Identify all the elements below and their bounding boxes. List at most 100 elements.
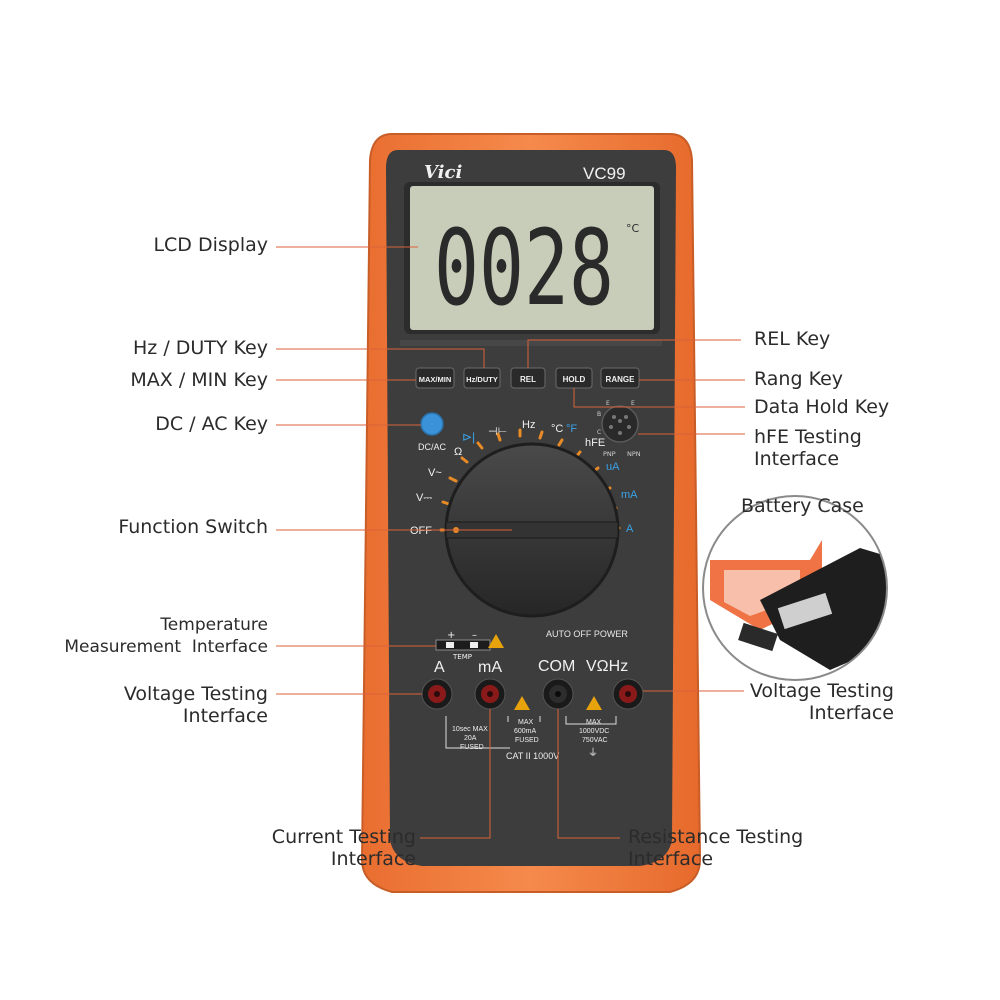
dial-a: A (626, 523, 634, 535)
lcd-reading: 0028 (434, 207, 614, 329)
callout-data-hold-text: Data Hold Key (754, 396, 890, 418)
dial-hz: Hz (522, 419, 535, 431)
callout-hfe-line1: hFE Testing (754, 426, 862, 448)
callout-dc-ac-text: DC / AC Key (155, 413, 268, 435)
battery-case-inset (702, 495, 888, 681)
callout-max-min-key: MAX / MIN Key (60, 369, 268, 391)
ma-rating-1: MAX (518, 719, 534, 726)
category-text: CAT II 1000V (506, 751, 559, 761)
dial-v-dc: V⎓ (416, 492, 432, 504)
temp-plus: + (447, 630, 455, 641)
auto-off-text: AUTO OFF POWER (546, 629, 628, 639)
jack-a-label: A (434, 659, 445, 676)
model-name: VC99 (583, 164, 626, 183)
hold-label: HOLD (563, 375, 586, 384)
hz-duty-label: Hz/DUTY (466, 375, 498, 384)
rating-brackets (445, 716, 617, 749)
brand-logo: Vici (424, 162, 462, 183)
callout-temp-line2: Measurement Interface (64, 637, 268, 657)
a-rating-1: 10sec MAX (452, 726, 488, 733)
callout-dc-ac-key: DC / AC Key (60, 413, 268, 435)
hz-duty-button[interactable] (463, 367, 501, 389)
warning-icon-ma (514, 696, 530, 710)
jack-ma[interactable] (474, 678, 506, 710)
callout-battery-case-text: Battery Case (741, 495, 864, 517)
dial-fahrenheit: °F (566, 423, 577, 435)
temp-label: TEMP (452, 653, 472, 661)
jack-a[interactable] (421, 678, 453, 710)
jack-vohm[interactable] (612, 678, 644, 710)
callout-current-line1: Current Testing (271, 826, 416, 848)
jack-vohm-label: VΩHz (586, 658, 628, 675)
callout-hz-duty-key: Hz / DUTY Key (60, 337, 268, 359)
callout-hfe-testing: hFE Testing Interface (754, 426, 954, 470)
hfe-pin-e-left: E (606, 400, 610, 407)
hfe-pnp-label: PNP (603, 450, 616, 458)
jack-com[interactable] (542, 678, 574, 710)
callout-max-min-text: MAX / MIN Key (130, 369, 268, 391)
callout-hfe-line2: Interface (754, 448, 840, 470)
callout-function-switch-text: Function Switch (118, 516, 268, 538)
callout-rang-text: Rang Key (754, 368, 844, 390)
callout-rang-key: Rang Key (754, 368, 954, 390)
callout-resistance-testing: Resistance Testing Interface (628, 826, 848, 870)
callout-voltage-left-line2: Interface (182, 705, 268, 727)
max-min-button[interactable] (415, 367, 455, 389)
multimeter: Vici VC99 0028 °C MAX/MIN Hz/DUTY REL HO… (360, 133, 702, 893)
v-rating-2: 1000VDC (579, 728, 609, 735)
hfe-npn-label: NPN (627, 450, 641, 458)
hfe-pin-b-left: B (597, 411, 601, 418)
dc-ac-button[interactable] (420, 412, 444, 436)
callout-temperature-interface: Temperature Measurement Interface (20, 614, 268, 658)
dial-v-ac: V~ (428, 467, 442, 479)
callout-current-testing: Current Testing Interface (220, 826, 416, 870)
callout-lines (276, 246, 745, 839)
callout-resistance-line2: Interface (628, 848, 714, 870)
hfe-pin-e-right: E (631, 400, 635, 407)
callout-lcd-display-text: LCD Display (153, 234, 268, 256)
callout-function-switch: Function Switch (40, 516, 268, 538)
faceplate-sheen (400, 340, 662, 346)
range-button[interactable] (600, 367, 640, 389)
dial-labels: Ω ⊳| ⊣⊢ Hz °C °F hFE uA mA A V~ V⎓ OFF (410, 419, 638, 537)
range-label: RANGE (606, 375, 636, 384)
callout-lcd-display: LCD Display (100, 234, 268, 256)
callout-voltage-left-line1: Voltage Testing (123, 683, 268, 705)
v-rating-1: MAX (586, 719, 602, 726)
callout-voltage-right-line1: Voltage Testing (749, 680, 894, 702)
dial-ohm: Ω (454, 446, 462, 458)
temp-minus: – (472, 630, 477, 641)
callout-voltage-right: Voltage Testing Interface (700, 680, 894, 724)
jack-ma-label: mA (478, 659, 502, 676)
lcd-unit: °C (626, 222, 640, 235)
callout-rel-text: REL Key (754, 328, 831, 350)
callout-rel-key: REL Key (754, 328, 954, 350)
dial-ma: mA (621, 489, 638, 501)
hfe-pin-c-left: C (597, 429, 601, 436)
callout-voltage-right-line2: Interface (808, 702, 894, 724)
ma-rating-2: 600mA (514, 728, 537, 735)
hfe-socket[interactable] (601, 405, 639, 443)
max-min-label: MAX/MIN (419, 375, 452, 384)
lcd-display (410, 186, 654, 330)
rel-label: REL (520, 375, 536, 384)
callout-temp-line1: Temperature (160, 615, 268, 635)
callout-hz-duty-text: Hz / DUTY Key (133, 337, 268, 359)
callout-battery-case: Battery Case (741, 495, 891, 517)
callout-data-hold-key: Data Hold Key (754, 396, 954, 418)
keypad-row: MAX/MIN Hz/DUTY REL HOLD RANGE (415, 367, 640, 389)
warning-icon-v (586, 696, 602, 710)
dial-celsius: °C (551, 423, 563, 435)
warning-icon-temp (488, 634, 504, 648)
diode-icon: ⊳| (462, 430, 475, 444)
dc-ac-label: DC/AC (418, 442, 447, 452)
dial-off: OFF (410, 525, 432, 537)
callout-current-line2: Interface (330, 848, 416, 870)
knob-grip (445, 521, 619, 539)
dial-hfe: hFE (585, 437, 605, 449)
jack-com-label: COM (538, 658, 575, 675)
dial-capacitor: ⊣⊢ (488, 426, 507, 438)
dial-ua: uA (606, 461, 620, 473)
temp-port[interactable] (435, 639, 491, 651)
